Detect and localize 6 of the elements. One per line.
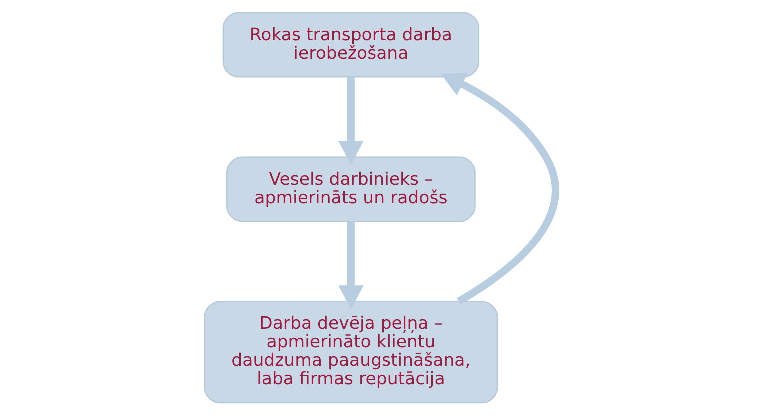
arrow bbox=[440, 72, 559, 305]
node-box: Vesels darbinieks – apmierināts un radošs bbox=[226, 156, 476, 222]
arrow bbox=[338, 77, 364, 166]
node-box: Rokas transporta darba ierobežošana bbox=[222, 12, 480, 78]
arrow bbox=[338, 222, 364, 310]
node-box: Darba devēja peļņa – apmierināto klientu daudzuma paaugstināšana, laba firmas reputācija bbox=[204, 301, 498, 404]
